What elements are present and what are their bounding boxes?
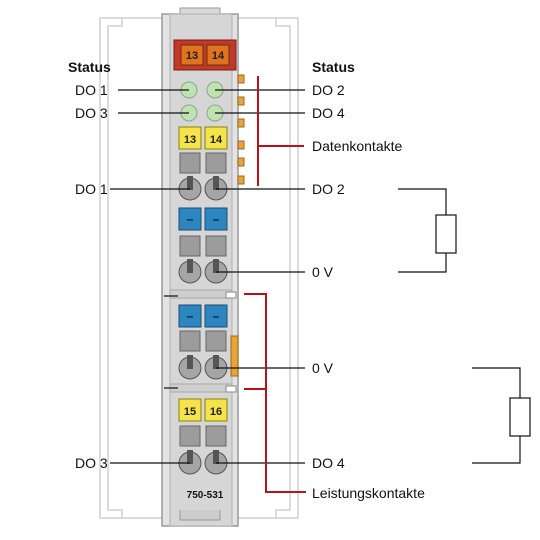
label-term-do3: DO 3 (75, 455, 108, 471)
part-number: 750-531 (187, 490, 224, 501)
load-symbol-lower (472, 367, 531, 464)
label-term-do4: DO 4 (312, 455, 345, 471)
blue-lower-left: – (187, 309, 194, 323)
label-power-contacts: Leistungskontakte (312, 485, 425, 501)
leader-lines (110, 89, 305, 464)
yellow-top-13: 13 (184, 134, 196, 146)
data-contact-tabs (237, 74, 245, 185)
status-right-label: Status (312, 59, 355, 75)
din-rail (99, 17, 299, 519)
yellow-top-14: 14 (210, 134, 223, 146)
label-term-do1: DO 1 (75, 181, 108, 197)
blue-lower-right: – (213, 309, 220, 323)
blue-mid-left: – (187, 212, 194, 226)
label-led-do2: DO 2 (312, 82, 345, 98)
label-led-do4: DO 4 (312, 105, 345, 121)
top-marker-block: 13 14 (173, 39, 237, 71)
terminal-rows: – – – – 15 16 (169, 152, 239, 475)
top-badge-14: 14 (212, 50, 225, 62)
status-left-label: Status (68, 59, 111, 75)
label-0v-1: 0 V (312, 264, 334, 280)
label-0v-2: 0 V (312, 360, 334, 376)
label-led-do3: DO 3 (75, 105, 108, 121)
label-led-do1: DO 1 (75, 82, 108, 98)
top-badge-13: 13 (186, 50, 198, 62)
label-data-contacts: Datenkontakte (312, 138, 402, 154)
load-symbol-upper (398, 188, 457, 273)
blue-mid-right: – (213, 212, 220, 226)
brackets (244, 76, 306, 493)
yellow-bottom-15: 15 (184, 406, 196, 418)
label-term-do2: DO 2 (312, 181, 345, 197)
yellow-bottom-16: 16 (210, 406, 222, 418)
yellow-markers-top: 13 14 (178, 126, 228, 150)
